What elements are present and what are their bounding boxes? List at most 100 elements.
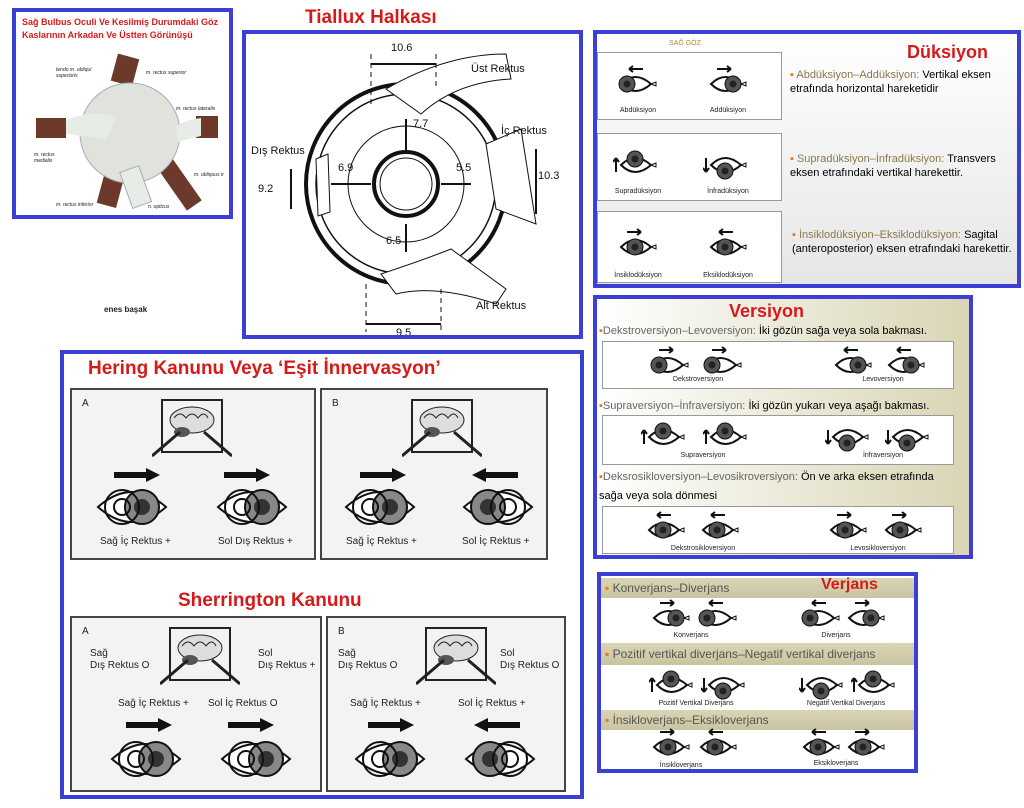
sherrington-title: Sherrington Kanunu — [178, 590, 362, 611]
muscle-label: Sağ İç Rektus + — [118, 698, 189, 709]
duksiyon-title: Düksiyon — [907, 42, 989, 62]
caption: Diverjans — [821, 632, 851, 639]
caption: Eksikloverjans — [813, 760, 859, 767]
caption: İnfraversiyon — [862, 452, 904, 459]
eye-icon — [702, 418, 749, 452]
eye-diagram-icon — [460, 734, 544, 789]
brain-icon — [159, 626, 241, 691]
label-ust-rektus: Üst Rektus — [471, 63, 525, 75]
versiyon-panel: Versiyon ▪Dekstroversiyon–Levoversiyon: … — [593, 295, 973, 559]
caption: İnsikloverjans — [659, 762, 703, 769]
supraduksiyon-figure: Supradüksiyon İnfradüksiyon — [597, 133, 782, 201]
verjans-title: Verjans — [821, 576, 878, 593]
eye-diagram-icon — [458, 482, 542, 537]
label-dis-rektus: Dış Rektus — [251, 145, 305, 157]
term: İnsiklodüksiyon–Eksiklodüksiyon: — [798, 229, 961, 241]
direction-arrow-icon — [472, 468, 518, 487]
caption: İnsiklodüksiyon — [614, 272, 662, 279]
desc: İki gözün yukarı veya aşağı bakması. — [748, 400, 930, 412]
direction-arrow-icon — [114, 468, 160, 487]
figure-letter: A — [82, 626, 89, 637]
duksiyon-desc-2: ▪ Supradüksiyon–İnfradüksiyon: Transvers… — [790, 153, 996, 179]
eye-icon — [850, 666, 897, 700]
versiyon-row-3: ▪Deksrosikloversiyon–Levosikroversiyon: … — [599, 471, 934, 483]
dist-6-5: 6.5 — [386, 235, 401, 247]
eye-icon — [693, 728, 739, 762]
muscle-label: Dış Rektus O — [338, 660, 398, 671]
term: İnsikloverjans–Eksikloverjans — [612, 713, 769, 727]
sikloversiyon-figure: Dekstrosikloversiyon Levosikloversiyon — [602, 506, 954, 554]
caption: Dekstrosikloversiyon — [670, 545, 736, 552]
direction-arrow-icon — [360, 468, 406, 487]
desc: Sagital (anteroposterior) eksen etrafınd… — [792, 229, 1012, 255]
label-rectus-medialis: m. rectus medialis — [34, 152, 55, 164]
caption: Supradüksiyon — [614, 188, 662, 195]
sikloverjans-figure: İnsikloverjans Eksikloverjans — [601, 728, 914, 770]
konverjans-figure: Konverjans Diverjans — [601, 599, 914, 643]
eye-icon — [703, 65, 749, 99]
verjans-band-2: ▪ Pozitif vertikal diverjans–Negatif ver… — [601, 643, 914, 665]
muscle-label: Sağ İç Rektus + — [350, 698, 421, 709]
term: Supradüksiyon–İnfradüksiyon: — [796, 153, 945, 165]
term: Pozitif vertikal diverjans–Negatif verti… — [612, 647, 876, 661]
muscle-label: Sağ — [90, 648, 108, 659]
label-tendo: tendo m. obliqui superioris — [56, 67, 92, 79]
muscle-label: Sağ İç Rektus + — [100, 536, 171, 547]
vertikal-diverjans-figure: Pozitif Vertikal Diverjans Negatif Verti… — [601, 666, 914, 710]
eye-diagram-icon — [216, 734, 300, 789]
caption: Konverjans — [673, 632, 709, 639]
eye-icon — [641, 511, 687, 545]
caption: İnfradüksiyon — [707, 188, 749, 195]
eye-icon — [884, 418, 931, 452]
figure-letter: B — [338, 626, 345, 637]
label-opticus: n. opticus — [148, 204, 170, 210]
muscle-label: Sol — [258, 648, 273, 659]
sherrington-figure-a: A Sağ Dış Rektus O Sol Dış Rektus + Sağ … — [70, 616, 322, 792]
label-alt-rektus: Alt Rektus — [476, 300, 527, 312]
dist-10-6: 10.6 — [391, 42, 412, 54]
term: Dekstroversiyon–Levoversiyon: — [602, 325, 756, 337]
tiallux-diagram: 10.6 Üst Rektus 7.7 İç Rektus 5.5 10.3 D… — [251, 42, 559, 335]
eye-icon — [798, 666, 845, 700]
eye-side-label: SAĞ GÖZ — [669, 40, 701, 47]
label-rectus-inferior: m. rectus inferior — [56, 202, 94, 208]
caption: Levosikloversiyon — [850, 545, 906, 552]
eye-icon — [824, 418, 871, 452]
muscle-label: Sol İç Rektus + — [462, 536, 530, 547]
direction-arrow-icon — [228, 718, 274, 737]
hering-figure-a: A Sağ İç Rektus + Sol Dış Rektus + — [70, 388, 316, 560]
term: Deksrosikloversiyon–Levosikroversiyon: — [602, 471, 798, 483]
eye-icon — [796, 728, 842, 762]
author-name: enes başak — [104, 305, 148, 314]
duksiyon-desc-3: ▪ İnsiklodüksiyon–Eksiklodüksiyon: Sagit… — [792, 229, 1012, 255]
eye-icon — [841, 599, 887, 633]
supraversiyon-figure: Supraversiyon İnfraversiyon — [602, 415, 954, 465]
versiyon-title: Versiyon — [729, 301, 805, 321]
brain-icon — [151, 398, 233, 463]
label-rectus-superior: m. rectus superior — [146, 70, 187, 76]
label-ic-rektus: İç Rektus — [501, 124, 547, 137]
direction-arrow-icon — [126, 718, 172, 737]
term: Supraversiyon–İnfraversiyon: — [602, 400, 746, 412]
dekstroversiyon-figure: Dekstroversiyon Levoversiyon — [602, 341, 954, 389]
versiyon-row-2: ▪Supraversiyon–İnfraversiyon: İki gözün … — [599, 400, 930, 412]
caption: Pozitif Vertikal Diverjans — [658, 700, 734, 707]
verjans-panel: ▪ Konverjans–Diverjans Verjans Konverjan… — [597, 572, 918, 773]
insiklo-figure: İnsiklodüksiyon Eksiklodüksiyon — [597, 211, 782, 283]
brain-icon — [401, 398, 483, 463]
dist-9-2: 9.2 — [258, 183, 273, 195]
desc: İki gözün sağa veya sola bakması. — [758, 325, 927, 337]
eye-icon — [640, 418, 687, 452]
direction-arrow-icon — [224, 468, 270, 487]
verjans-band-3: ▪ İnsikloverjans–Eksikloverjans — [601, 710, 914, 730]
direction-arrow-icon — [368, 718, 414, 737]
caption: Supraversiyon — [680, 452, 726, 459]
caption: Eksiklodüksiyon — [703, 272, 753, 279]
versiyon-row-1: ▪Dekstroversiyon–Levoversiyon: İki gözün… — [599, 325, 927, 337]
abduksiyon-figure: Abdüksiyon Addüksiyon — [597, 52, 782, 120]
term: Abdüksiyon–Addüksiyon: — [796, 69, 920, 81]
label-obliquus-inferior: m. obliquus inferior — [194, 172, 224, 178]
muscle-label: Sağ İç Rektus + — [346, 536, 417, 547]
dist-6-9: 6.9 — [338, 162, 353, 174]
label-rectus-lateralis: m. rectus lateralis — [176, 106, 216, 112]
